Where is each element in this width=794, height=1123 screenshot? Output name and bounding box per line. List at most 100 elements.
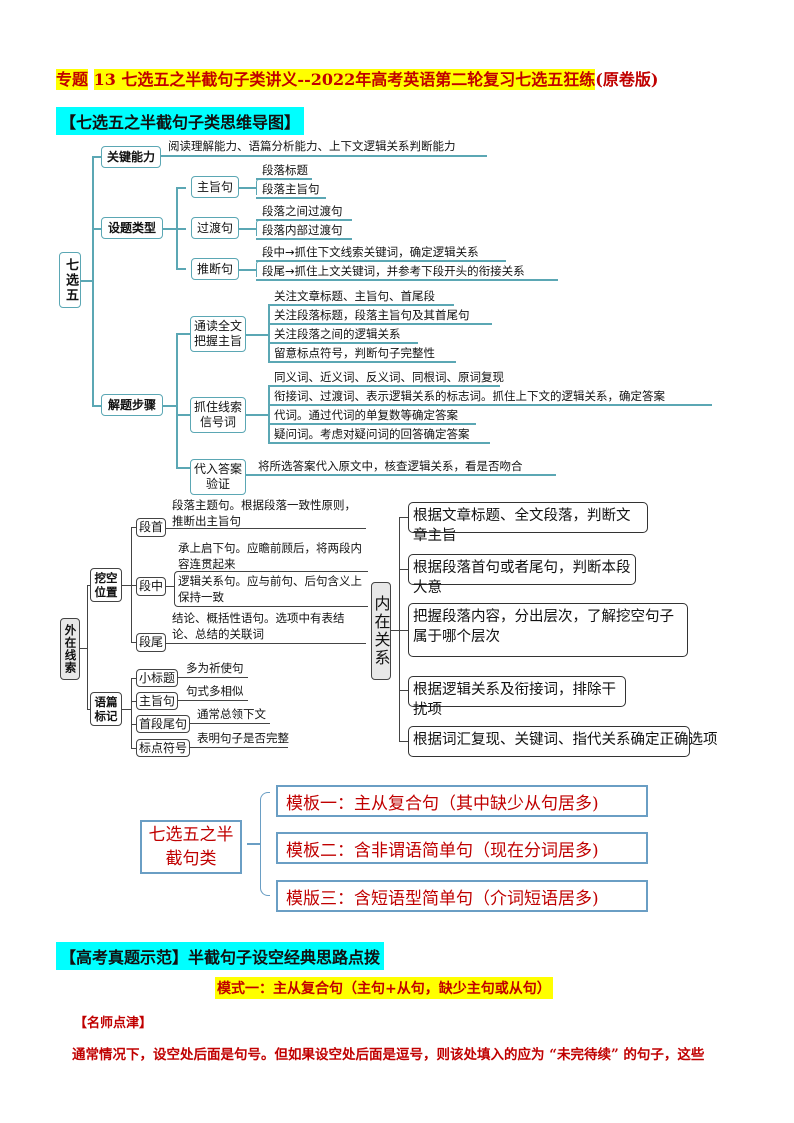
read-item: 关注段落标题，段落主旨句及其首尾句: [274, 308, 470, 322]
paragraph-start-node: 段首: [136, 518, 166, 537]
blank-position-node: 挖空位置: [90, 568, 122, 602]
underline: [190, 747, 288, 749]
clue-item: 疑问词。考虑对疑问词的回答确定答案: [274, 427, 470, 441]
inference-sentence-node: 推断句: [191, 258, 239, 280]
connector: [131, 642, 137, 644]
marker-topic-text: 句式多相似: [186, 684, 244, 698]
connector: [176, 187, 186, 189]
connector: [246, 474, 254, 476]
section-heading-examples: 【高考真题示范】半截句子设空经典思路点拨: [56, 942, 385, 970]
underline: [268, 404, 712, 406]
paragraph-middle-text-2: 逻辑关系句。应与前句、后句含义上保持一致: [178, 574, 362, 604]
connector: [92, 156, 94, 406]
connector: [246, 334, 268, 336]
connector: [131, 724, 137, 726]
paragraph-middle-node: 段中: [136, 577, 166, 596]
connector: [81, 280, 93, 282]
underline: [256, 238, 352, 240]
template-item-1: 模板一：主从复合句（其中缺少从句居多): [276, 785, 648, 817]
inner-relations-root: 内在关系: [371, 582, 391, 680]
paragraph-end-node: 段尾: [136, 633, 166, 652]
topic-item: 段落主旨句: [262, 182, 320, 196]
underline: [166, 643, 366, 645]
topic-item: 段落标题: [262, 163, 308, 177]
underline: [190, 723, 270, 725]
paragraph-start-text: 段落主题句。根据段落一致性原则，推断出主旨句: [172, 498, 356, 528]
section-heading-mindmap: 【七选五之半截句子类思维导图】: [56, 107, 305, 135]
underline: [161, 155, 487, 157]
underline: [178, 700, 248, 702]
connector: [399, 690, 408, 692]
verify-answer-node: 代入答案验证: [190, 459, 246, 495]
connector: [268, 304, 270, 362]
read-through-node: 通读全文把握主旨: [190, 316, 246, 352]
connector: [176, 228, 186, 230]
transition-sentence-node: 过渡句: [191, 217, 239, 239]
marker-subtitle-text: 多为祈使句: [186, 661, 244, 675]
read-item: 关注文章标题、主旨句、首尾段: [274, 289, 435, 303]
teacher-note-label: 【名师点津】: [74, 1016, 153, 1031]
brace-bottom: [260, 844, 270, 896]
clue-item: 衔接词、过渡词、表示逻辑关系的标志词。抓住上下文的逻辑关系，确定答案: [274, 389, 665, 403]
connector: [131, 585, 137, 587]
underline: [166, 528, 366, 530]
brace-tip: [247, 843, 261, 845]
connector: [246, 414, 268, 416]
read-item: 留意标点符号，判断句子完整性: [274, 346, 435, 360]
connector: [131, 748, 137, 750]
clue-words-node: 抓住线索信号词: [190, 397, 246, 433]
title-suffix: (原卷版): [595, 70, 659, 89]
marker-topic-node: 主旨句: [136, 692, 178, 710]
connector: [166, 586, 174, 588]
connector: [268, 385, 270, 443]
underline: [268, 423, 476, 425]
underline: [268, 385, 500, 387]
bracket: [256, 179, 270, 195]
connector: [399, 569, 408, 571]
transition-item: 段落之间过渡句: [262, 204, 343, 218]
connector: [163, 228, 177, 230]
title-prefix: 专题: [56, 69, 89, 90]
connector: [80, 648, 88, 650]
underline: [256, 279, 558, 281]
marker-subtitle-node: 小标题: [136, 669, 178, 687]
bracket: [256, 261, 270, 277]
body-paragraph: 通常情况下，设空处后面是句号。但如果设空处后面是逗号，则该处填入的应为 “未完待…: [72, 1047, 705, 1063]
underline: [178, 677, 248, 679]
mindmap-root: 七选五: [59, 252, 81, 308]
connector: [122, 585, 132, 587]
underline: [268, 442, 490, 444]
underline: [268, 323, 492, 325]
connector: [131, 527, 137, 529]
outer-clues-root: 外在线索: [60, 618, 80, 680]
inference-item: 段中→抓住下文线索关键词，确定逻辑关系: [262, 245, 479, 259]
underline: [256, 197, 326, 199]
read-item: 关注段落之间的逻辑关系: [274, 327, 401, 341]
template-item-2: 模板二：含非谓语简单句（现在分词居多): [276, 832, 648, 864]
template-item-3: 模版三：含短语型简单句（介词短语居多): [276, 880, 648, 912]
title-series: 年高考英语第二轮复习七选五狂练: [355, 69, 596, 90]
connector: [176, 414, 190, 416]
paragraph-middle-text-1: 承上启下句。应瞻前顾后，将两段内容连贯起来: [178, 541, 362, 571]
title-topic: 13 七选五之半截句子类讲义--2022: [93, 69, 356, 90]
paragraph-end-text: 结论、概括性语句。选项中有表结论、总结的关联词: [172, 611, 345, 641]
marker-first-last-node: 首段尾句: [136, 715, 190, 733]
underline: [256, 219, 352, 221]
inner-relation-item: 把握段落内容，分出层次，了解挖空句子属于哪个层次: [408, 603, 688, 657]
inner-relation-item: 根据文章标题、全文段落，判断文章主旨: [408, 502, 648, 544]
brace-top: [260, 792, 270, 844]
underline: [254, 474, 556, 476]
inner-relation-item: 根据段落首句或者尾句，判断本段大意: [408, 554, 636, 596]
connector: [163, 405, 177, 407]
underline: [256, 260, 506, 262]
connector: [399, 741, 408, 743]
connector: [92, 405, 102, 407]
marker-punctuation-text: 表明句子是否完整: [197, 731, 289, 745]
marker-punctuation-node: 标点符号: [136, 739, 190, 757]
document-title: 专题 13 七选五之半截句子类讲义--2022年高考英语第二轮复习七选五狂练(原…: [56, 66, 658, 90]
underline: [268, 361, 456, 363]
connector: [391, 630, 400, 632]
inner-relation-item: 根据词汇复现、关键词、指代关系确定正确选项: [408, 726, 718, 757]
connector: [176, 268, 186, 270]
verify-text: 将所选答案代入原文中，核查逻辑关系，看是否吻合: [258, 459, 523, 473]
